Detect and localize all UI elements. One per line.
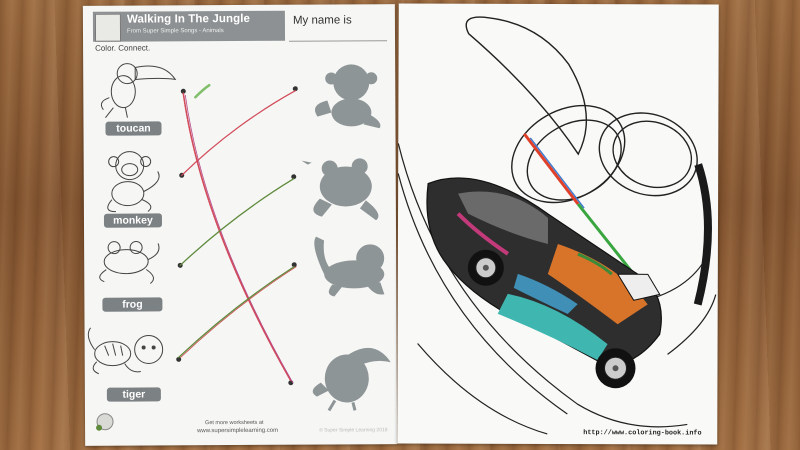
track-loops xyxy=(465,16,698,204)
worksheet-drawings xyxy=(87,63,391,431)
footer-text: Get more worksheets at xyxy=(205,419,264,427)
monkey-drawing xyxy=(107,151,160,213)
footer-website: www.supersimplelearning.com xyxy=(197,427,279,435)
label-frog: frog xyxy=(102,297,163,312)
toucan-silhouette xyxy=(312,347,391,412)
race-car xyxy=(426,177,662,367)
car-coloring-drawing xyxy=(397,16,717,435)
frog-drawing xyxy=(99,241,160,284)
connect-dots xyxy=(176,86,298,386)
drawn-connection-lines xyxy=(178,83,297,384)
label-toucan: toucan xyxy=(105,121,162,136)
footer-logo-icon xyxy=(96,413,114,431)
toucan-drawing xyxy=(100,63,177,119)
car-coloring-page: http://www.coloring-book.info xyxy=(397,3,719,445)
jungle-worksheet: Walking In The Jungle From Super Simple … xyxy=(82,4,398,446)
frog-silhouette xyxy=(301,158,379,221)
tiger-silhouette xyxy=(314,236,385,297)
footer-copyright: © Super Simple Learning 2018 xyxy=(319,427,388,434)
car-wheels xyxy=(467,249,636,389)
monkey-silhouette xyxy=(315,64,381,129)
coloring-book-url: http://www.coloring-book.info xyxy=(583,429,702,438)
label-monkey: monkey xyxy=(103,213,163,228)
tiger-drawing xyxy=(87,327,164,375)
label-tiger: tiger xyxy=(106,387,161,402)
rainbow-stripe xyxy=(523,132,635,276)
